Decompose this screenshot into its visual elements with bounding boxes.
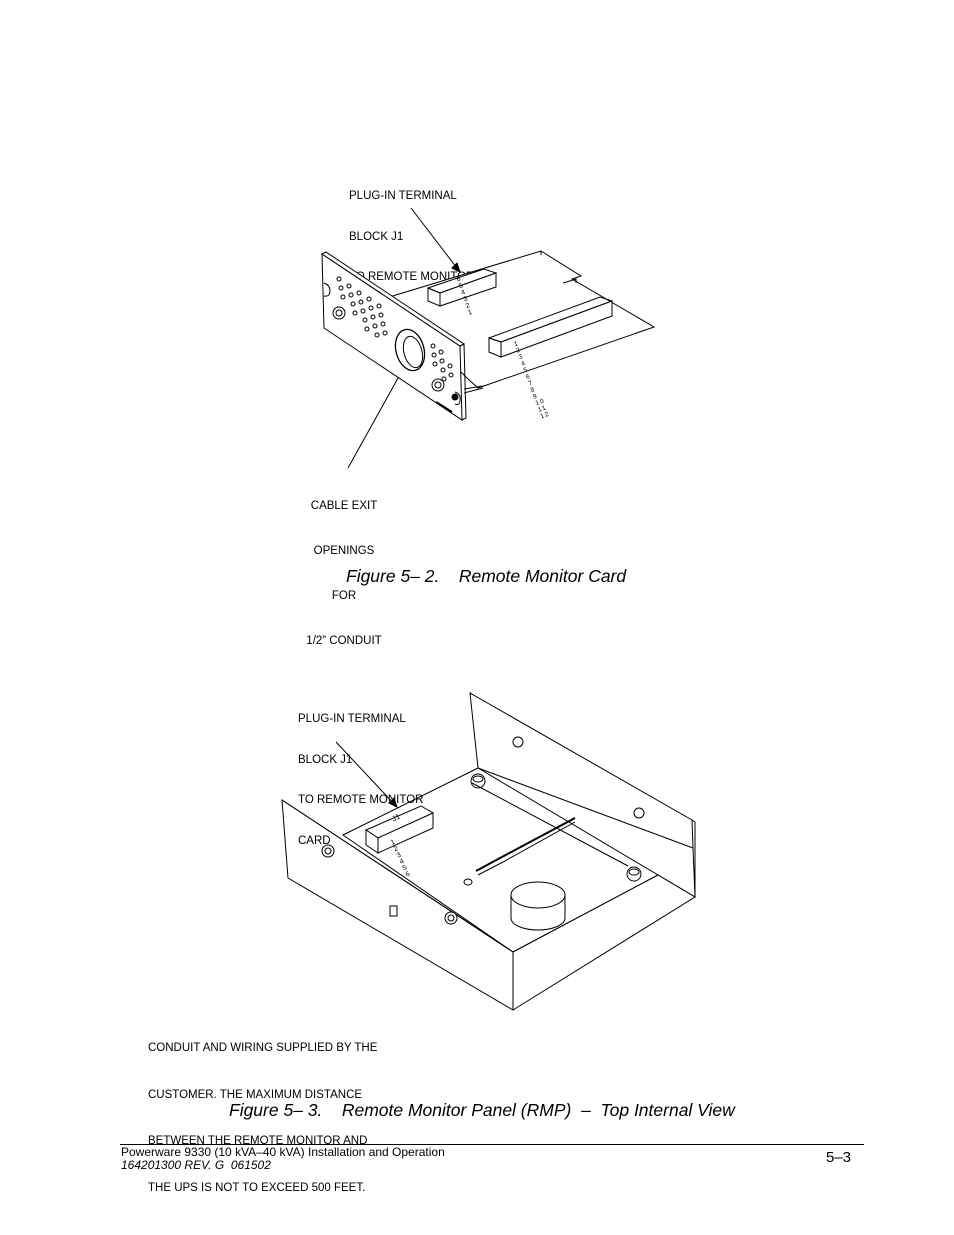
indicator-window — [389, 905, 398, 917]
twelve-pin-terminal-block — [487, 296, 614, 358]
leader-line — [335, 741, 398, 808]
front-knob-center — [447, 914, 455, 922]
knob-center — [434, 381, 442, 389]
wall-screw — [512, 736, 524, 748]
j1-terminal-block — [426, 268, 498, 307]
faceplate-edge — [459, 343, 467, 421]
alarm-buzzer — [510, 881, 566, 931]
callout-line: BLOCK J1 — [298, 753, 353, 766]
callout-line: CABLE EXIT — [310, 500, 378, 512]
cable-exit-opening — [394, 328, 426, 372]
faceplate-slot — [454, 391, 461, 405]
front-knob — [444, 911, 458, 925]
board-tab — [562, 278, 577, 284]
faceplate — [321, 253, 463, 421]
note-line: CONDUIT AND WIRING SUPPLIED BY THE — [148, 1042, 378, 1054]
cable-exit-callout: CABLE EXIT OPENINGS FOR 1/2” CONDUIT — [302, 469, 386, 664]
knob — [332, 306, 346, 320]
footer-title: Powerware 9330 (10 kVA–40 kVA) Installat… — [121, 1145, 445, 1159]
floor-line — [471, 782, 629, 867]
arrowhead — [451, 262, 461, 273]
floor-grommet — [463, 878, 473, 886]
callout-line: OPENINGS — [313, 545, 375, 557]
terminal-callout-fig2: PLUG-IN TERMINAL BLOCK J1 TO REMOTE MONI… — [298, 686, 423, 862]
callout-line: PLUG-IN TERMINAL — [349, 190, 457, 202]
standoff — [626, 866, 642, 882]
footer-rule — [120, 1144, 864, 1145]
footer-revision: 164201300 REV. G 061502 — [121, 1158, 271, 1172]
knob — [431, 378, 445, 392]
leader-line — [410, 207, 461, 273]
callout-line: FOR — [331, 590, 357, 602]
faceplate-slot — [323, 282, 331, 297]
note-line: CUSTOMER. THE MAXIMUM DISTANCE — [148, 1088, 363, 1101]
wall-edge — [469, 692, 474, 696]
figure-caption: Figure 5– 3. Remote Monitor Panel (RMP) … — [229, 1100, 735, 1120]
terminal-callout-fig1: PLUG-IN TERMINAL BLOCK J1 TO REMOTE MONI… — [349, 163, 474, 298]
front-knob — [321, 844, 335, 858]
callout-line: 1/2” CONDUIT — [306, 635, 382, 647]
callout-line: PLUG-IN TERMINAL — [298, 713, 406, 725]
faceplate-marking — [435, 401, 453, 413]
rmp-j1-terminal-block — [364, 805, 435, 854]
leader-line — [347, 361, 408, 469]
arrowhead — [388, 797, 398, 808]
callout-line: TO REMOTE MONITOR — [298, 794, 424, 806]
internal-wire — [475, 817, 576, 872]
callout-line: BLOCK J1 — [349, 230, 404, 243]
rod — [463, 387, 484, 394]
right-flange — [692, 847, 696, 898]
front-wall-edge — [281, 799, 514, 953]
internal-wire — [477, 821, 576, 876]
screw — [451, 393, 459, 401]
page-number: 5–3 — [826, 1149, 852, 1166]
standoff-top — [472, 775, 484, 783]
figure-caption: Figure 5– 2. Remote Monitor Card — [346, 566, 627, 586]
standoff-top — [628, 868, 640, 876]
vent-holes — [336, 276, 454, 382]
cable-exit-opening-inner — [402, 335, 424, 369]
wall-screw — [633, 807, 645, 819]
rod — [463, 385, 484, 390]
front-knob-center — [324, 847, 332, 855]
note-line: THE UPS IS NOT TO EXCEED 500 FEET. — [148, 1181, 366, 1194]
knob-center — [335, 309, 343, 317]
front-rim — [512, 874, 696, 1011]
callout-line: CARD — [298, 834, 331, 847]
